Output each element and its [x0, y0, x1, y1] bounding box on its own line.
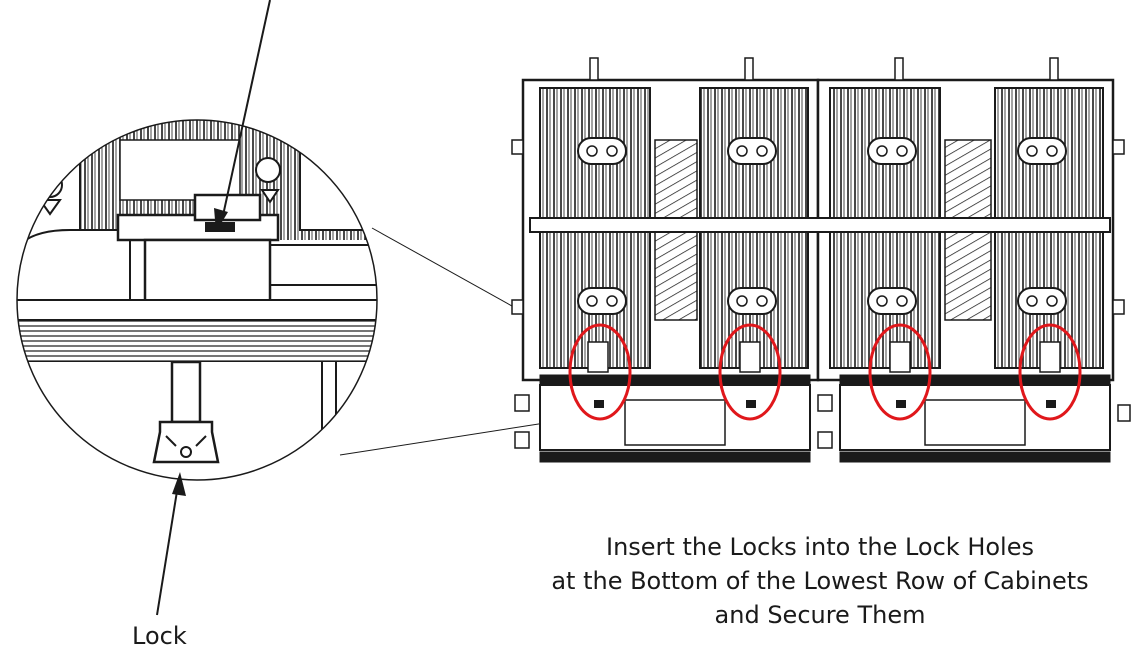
lock-hole-highlight	[718, 323, 782, 421]
zoom-detail-circle	[16, 119, 378, 481]
lock-hole-arrow	[214, 0, 271, 232]
lock-hole-highlight	[868, 323, 932, 421]
instruction-line-1: Insert the Locks into the Lock Holes	[606, 533, 1034, 561]
cabinet-assembly	[511, 57, 1131, 463]
instruction-caption: Insert the Locks into the Lock Holes at …	[520, 530, 1120, 632]
lock-hole-highlight	[1018, 323, 1082, 421]
lock-hole-highlights	[568, 323, 1082, 421]
instruction-line-2: at the Bottom of the Lowest Row of Cabin…	[551, 567, 1089, 595]
lock-arrow	[156, 472, 186, 616]
instruction-line-3: and Secure Them	[714, 601, 926, 629]
lock-hole-highlight	[568, 323, 632, 421]
lock-label: Lock	[132, 622, 187, 650]
